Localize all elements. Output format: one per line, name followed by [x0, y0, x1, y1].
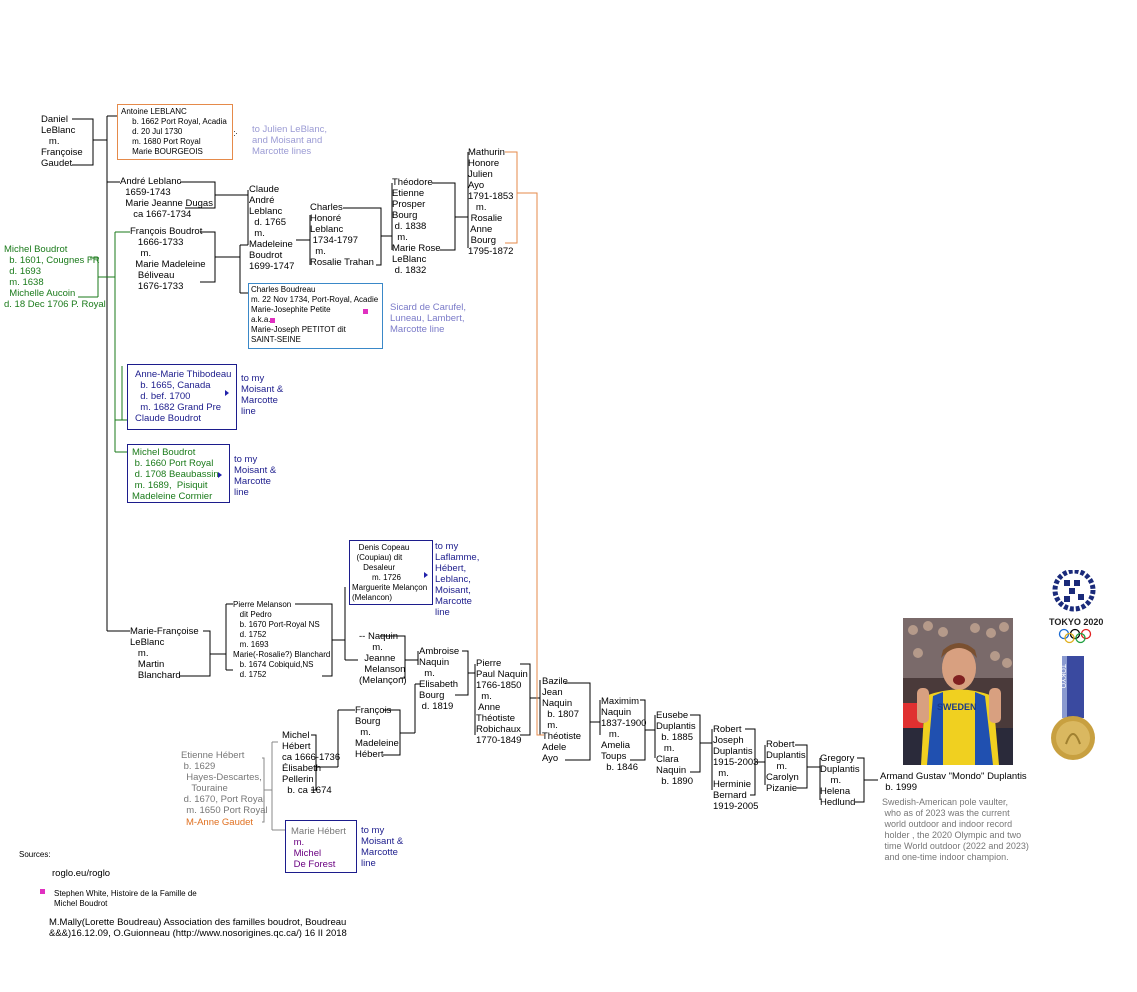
person-claude-andre-leblanc: Claude André Leblanc d. 1765 m. Madelein… — [249, 184, 295, 272]
person-antoine-leblanc: Antoine LEBLANC b. 1662 Port Royal, Acad… — [121, 107, 227, 156]
person-michel-de-forest: m. Michel De Forest — [293, 837, 336, 870]
person-gregory-duplantis: Gregory Duplantis m. Helena Hedlund — [820, 753, 860, 808]
person-pierre-paul-naquin: Pierre Paul Naquin 1766-1850 m. Anne Thé… — [476, 658, 528, 746]
person-etienne-hebert: Etienne Hébert b. 1629 Hayes-Descartes, … — [181, 750, 268, 816]
person-armand-bio: Swedish-American pole vaulter, who as of… — [882, 797, 1029, 862]
olympic-rings-icon — [1058, 628, 1092, 644]
person-armand-birth: b. 1999 — [880, 782, 917, 793]
person-francois-boudrot: François Boudrot 1666-1733 m. Marie Made… — [130, 226, 206, 292]
person-theodore-bourg: Théodore Etienne Prosper Bourg d. 1838 m… — [392, 177, 441, 276]
gold-medal-icon — [1051, 656, 1095, 760]
source-marker-icon — [40, 889, 45, 894]
source-stephen-white: Stephen White, Histoire de la Famille de… — [54, 889, 197, 908]
sources-heading: Sources: — [19, 850, 51, 859]
link-laflamme-line[interactable]: to my Laflamme, Hébert, Leblanc, Moisant… — [435, 541, 480, 618]
source-mally-guionneau: M.Mally(Lorette Boudreau) Association de… — [49, 917, 347, 939]
person-bazile-naquin: Bazile Jean Naquin b. 1807 m. Théotiste … — [542, 676, 582, 764]
person-michel-boudrot-jr-text: Michel Boudrot b. 1660 Port Royal d. 170… — [132, 447, 219, 502]
person-m-anne-gaudet: M-Anne Gaudet — [186, 817, 254, 828]
person-michel-boudrot-sr: Michel Boudrot b. 1601, Cougnes FR d. 16… — [4, 244, 106, 310]
photo-mondo-duplantis — [903, 618, 1013, 765]
person-anne-marie-thibodeau: Anne-Marie Thibodeau b. 1665, Canada d. … — [135, 369, 232, 424]
person-robert-duplantis: Robert Duplantis m. Carolyn Pizanie — [766, 739, 806, 794]
person-francois-bourg: François Bourg m. Madeleine Hébert — [355, 705, 399, 760]
arrow-right-icon[interactable] — [424, 572, 428, 578]
person-box-anne-marie — [127, 364, 237, 430]
person-robert-joseph-duplantis: Robert Joseph Duplantis 1915-2003 m. Her… — [713, 724, 759, 812]
arrow-right-icon[interactable] — [225, 390, 229, 396]
source-roglo-link[interactable]: roglo.eu/roglo — [52, 868, 111, 879]
person-box-denis-copeau — [349, 540, 433, 605]
person-maximim-naquin: Maximim Naquin 1837-1900 m. Amelia Toups… — [601, 696, 647, 773]
link-moisant-marcotte-2[interactable]: to my Moisant & Marcotte line — [234, 454, 277, 498]
shirt-text: SWEDEN — [937, 702, 977, 712]
tokyo-2020-label: TOKYO 2020 — [1049, 617, 1104, 627]
link-moisant-marcotte-1[interactable]: to my Moisant & Marcotte line — [241, 373, 284, 417]
person-marie-hebert: Marie Hébert — [291, 826, 346, 837]
person-armand-duplantis: Armand Gustav "Mondo" Duplantis — [880, 771, 1027, 782]
person-pierre-melanson: Pierre Melanson dit Pedro b. 1670 Port-R… — [233, 600, 331, 679]
source-marker-icon — [270, 318, 275, 323]
person-daniel-leblanc: Daniel LeBlanc m. Françoise Gaudet — [41, 114, 83, 169]
link-julien-leblanc[interactable]: to Julien LeBlanc, and Moisant and Marco… — [252, 124, 327, 157]
person-mathurin-ayo: Mathurin Honore Julien Ayo 1791-1853 m. … — [468, 147, 514, 257]
person-box-marie-hebert — [285, 820, 357, 873]
arrow-right-icon[interactable] — [218, 472, 222, 478]
person-michel-boudrot-jr: Michel Boudrot b. 1660 Port Royal d. 170… — [132, 447, 219, 502]
person-marie-francoise-leblanc: Marie-Françoise LeBlanc m. Martin Blanch… — [130, 626, 199, 681]
link-moisant-marcotte-3[interactable]: to my Moisant & Marcotte line — [361, 825, 404, 869]
person-box-michel-boudrot-jr — [127, 444, 230, 503]
person-charles-boudreau: Charles Boudreau m. 22 Nov 1734, Port-Ro… — [251, 285, 379, 344]
person-denis-copeau: Denis Copeau (Coupiau) dit Desaleur m. 1… — [352, 543, 428, 602]
person-andre-leblanc: André Leblanc 1659-1743 Marie Jeanne Dug… — [120, 176, 213, 220]
source-marker-icon — [363, 309, 368, 314]
person-charles-honore-leblanc: Charles Honoré Leblanc 1734-1797 m. Rosa… — [310, 202, 374, 268]
tokyo-2020-emblem-icon — [1052, 570, 1096, 612]
person-box-charles-boudreau — [248, 283, 383, 349]
medal-ribbon-text: TOKYO — [1059, 664, 1066, 689]
person-ambroise-naquin: Ambroise Naquin m. Elisabeth Bourg d. 18… — [419, 646, 460, 712]
person-jeanne-melanson: -- Naquin m. Jeanne Melanson (Melançon) — [359, 631, 407, 686]
person-eusebe-duplantis: Eusebe Duplantis b. 1885 m. Clara Naquin… — [656, 710, 696, 787]
link-sicard-de-carufel[interactable]: Sicard de Carufel, Luneau, Lambert, Marc… — [390, 302, 467, 335]
person-michel-hebert: Michel Hébert ca 1666-1736 Élisabeth Pel… — [282, 730, 341, 796]
person-box-antoine — [117, 104, 233, 160]
